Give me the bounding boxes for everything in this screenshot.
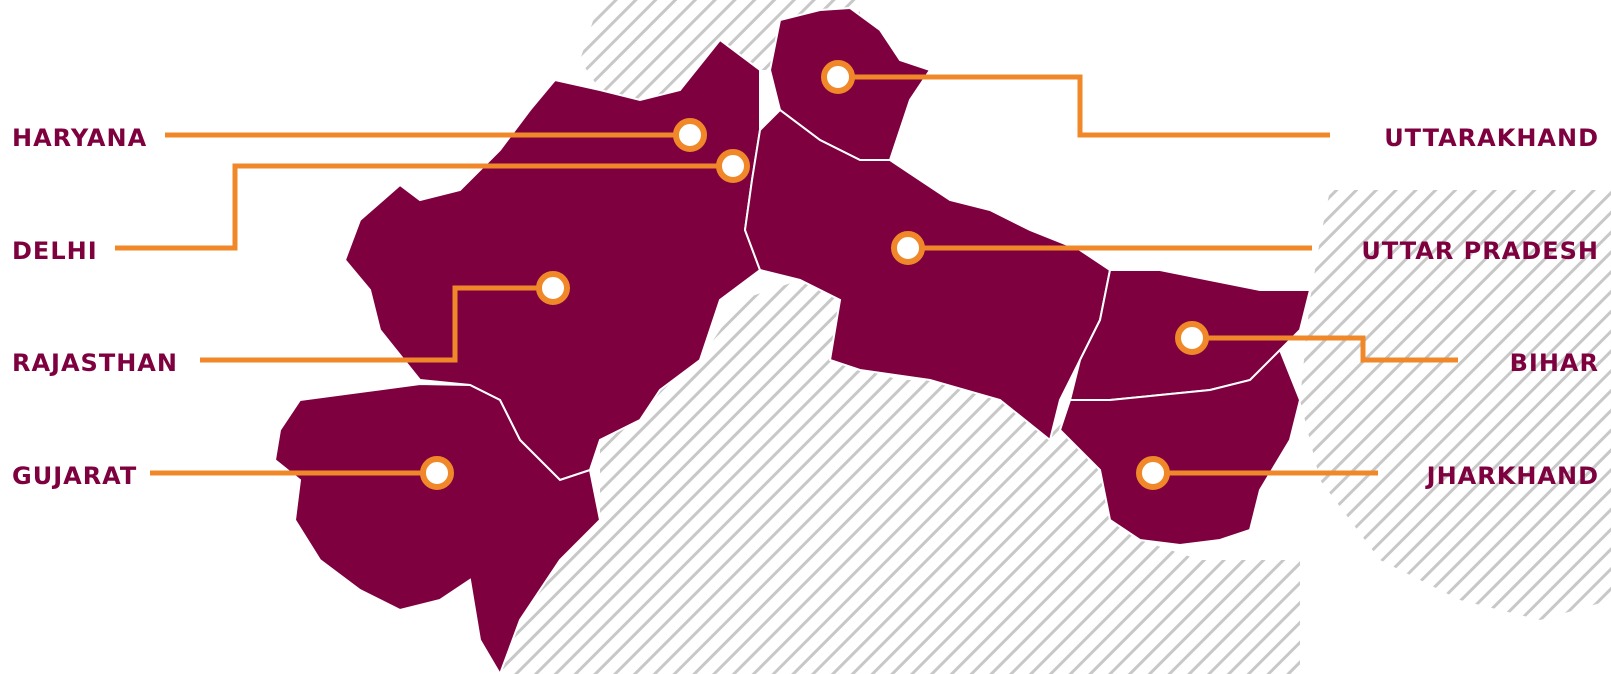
leader-line-rajasthan [200, 285, 553, 363]
leader-line-delhi [115, 163, 733, 251]
label-rajasthan: RAJASTHAN [12, 349, 178, 377]
marker-bihar[interactable] [1175, 321, 1209, 355]
state-annotations: HARYANA DELHI RAJASTHAN GUJARAT UTTARAKHAND U… [12, 60, 1599, 490]
marker-delhi[interactable] [716, 149, 750, 183]
marker-uttarakhand[interactable] [821, 60, 855, 94]
region-gujarat [273, 382, 602, 674]
label-uttar-pradesh: UTTAR PRADESH [1361, 237, 1599, 265]
marker-haryana[interactable] [673, 118, 707, 152]
label-haryana: HARYANA [12, 124, 147, 152]
marker-jharkhand[interactable] [1136, 456, 1170, 490]
label-uttarakhand: UTTARAKHAND [1384, 124, 1599, 152]
label-jharkhand: JHARKHAND [1425, 462, 1599, 490]
marker-gujarat[interactable] [420, 456, 454, 490]
leader-line-uttarakhand [838, 74, 1330, 138]
label-bihar: BIHAR [1510, 349, 1599, 377]
leader-line-bihar [1192, 335, 1458, 363]
region-jharkhand [1058, 348, 1302, 547]
marker-rajasthan[interactable] [536, 271, 570, 305]
surrounding-land-hatch [500, 0, 1611, 674]
label-delhi: DELHI [12, 237, 98, 265]
marker-uttar-pradesh[interactable] [891, 231, 925, 265]
label-gujarat: GUJARAT [12, 462, 137, 490]
